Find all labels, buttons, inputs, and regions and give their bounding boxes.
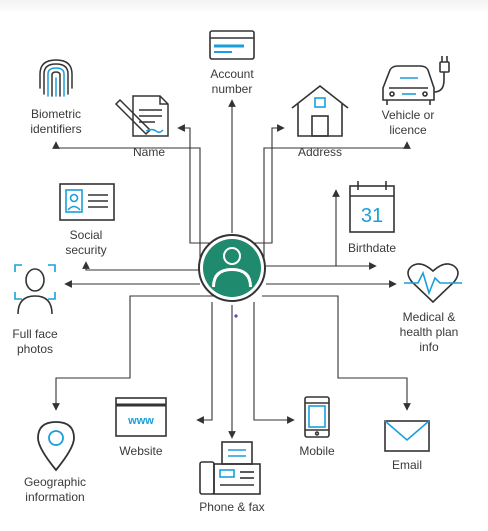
arrow-email [262,295,411,411]
id-card-icon [59,183,115,221]
fax-machine-icon [199,441,261,495]
label-website: Website [119,444,163,458]
top-fade [0,0,488,14]
label-account: Account number [210,67,254,96]
arrow-mobile [253,302,295,424]
label-mobile: Mobile [299,444,335,458]
browser-window-icon [115,397,167,437]
signed-document-icon [114,95,169,137]
arrow-name [177,124,212,244]
electric-car-icon [382,56,450,105]
mobile-phone-icon [304,396,330,438]
house-icon [291,84,349,137]
envelope-icon [384,420,430,452]
arrow-website [196,302,213,424]
fingerprint-icon [39,59,73,97]
heartbeat-icon [404,263,462,304]
arrow-geo [52,295,215,411]
label-biometric: Biometric identifiers [30,107,82,136]
label-email: Email [391,458,423,472]
label-birthdate: Birthdate [347,241,397,255]
connectors [52,99,411,439]
stray-dot [234,314,238,318]
label-phone: Phone & fax [199,500,265,514]
label-social: Social security [65,228,107,257]
label-address: Address [297,145,343,159]
label-vehicle: Vehicle or licence [381,108,435,137]
arrow-biometric [52,141,201,258]
browser-www-text: www [127,415,154,427]
label-geo: Geographic information [23,475,87,504]
person-icon [198,234,266,302]
calendar-day: 31 [361,205,383,227]
credit-card-icon [209,30,255,60]
label-faceid: Full face photos [12,327,58,356]
arrow-vehicle [263,141,411,258]
arrow-address [252,124,285,244]
label-name: Name [132,145,166,159]
face-scan-icon [14,264,56,315]
map-pin-icon [37,421,75,472]
calendar-icon [349,181,395,233]
label-medical: Medical & health plan info [399,310,459,354]
arrow-social [82,261,200,271]
arrow-birthdate [266,189,340,267]
